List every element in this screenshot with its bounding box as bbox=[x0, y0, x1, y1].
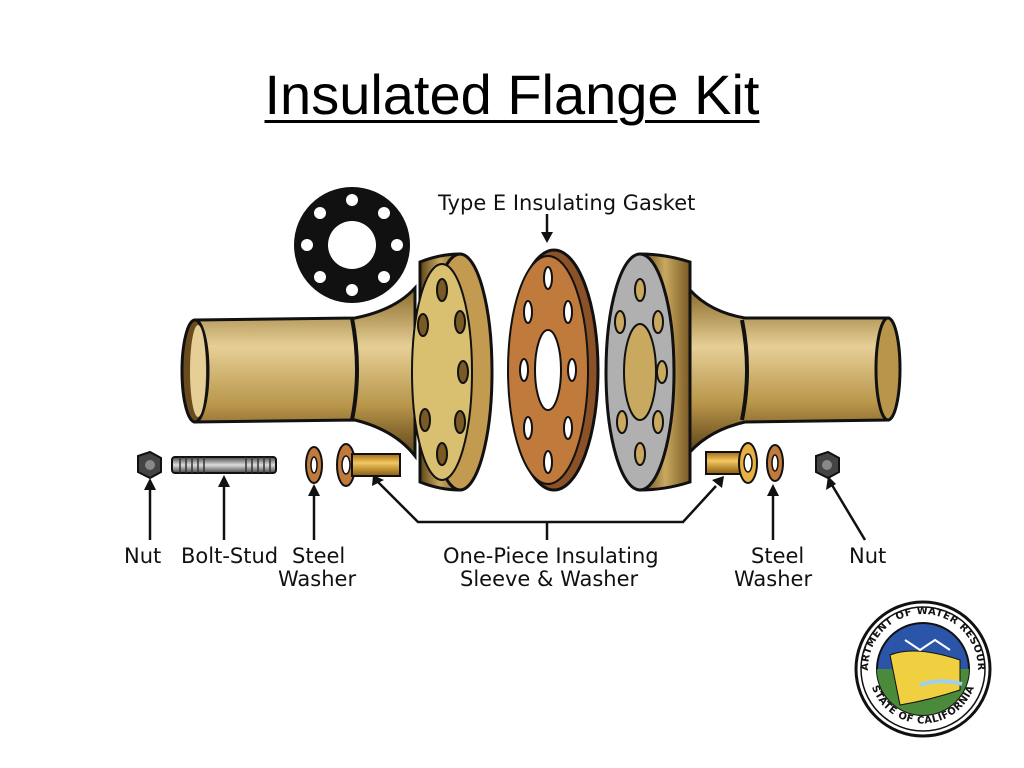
label-nut-left: Nut bbox=[124, 544, 161, 568]
steel-washer-right bbox=[766, 444, 784, 482]
callout-arrows bbox=[148, 214, 867, 541]
label-steel-washer-left-2: Washer bbox=[278, 567, 356, 591]
type-e-gasket bbox=[507, 248, 600, 492]
label-nut-right: Nut bbox=[849, 544, 886, 568]
label-bolt-stud: Bolt-Stud bbox=[181, 544, 278, 568]
label-steel-washer-right-1: Steel bbox=[751, 544, 804, 568]
left-flange bbox=[411, 252, 494, 492]
left-pipe bbox=[180, 284, 417, 461]
label-sleeve-1: One-Piece Insulating bbox=[443, 544, 659, 568]
label-steel-washer-left-1: Steel bbox=[292, 544, 345, 568]
insulating-sleeve-right bbox=[705, 442, 758, 484]
full-face-gasket bbox=[294, 187, 410, 303]
slide-title: Insulated Flange Kit bbox=[264, 63, 760, 126]
label-sleeve-2: Sleeve & Washer bbox=[460, 567, 639, 591]
nut-left bbox=[137, 450, 162, 480]
label-steel-washer-right-2: Washer bbox=[734, 567, 812, 591]
insulating-sleeve-left bbox=[336, 443, 401, 487]
right-flange bbox=[604, 252, 692, 492]
arrow-heads bbox=[144, 232, 836, 496]
nut-right bbox=[815, 450, 840, 480]
label-gasket: Type E Insulating Gasket bbox=[437, 191, 695, 215]
steel-washer-left bbox=[305, 446, 323, 484]
bolt-stud bbox=[171, 456, 277, 474]
right-pipe bbox=[688, 286, 902, 456]
